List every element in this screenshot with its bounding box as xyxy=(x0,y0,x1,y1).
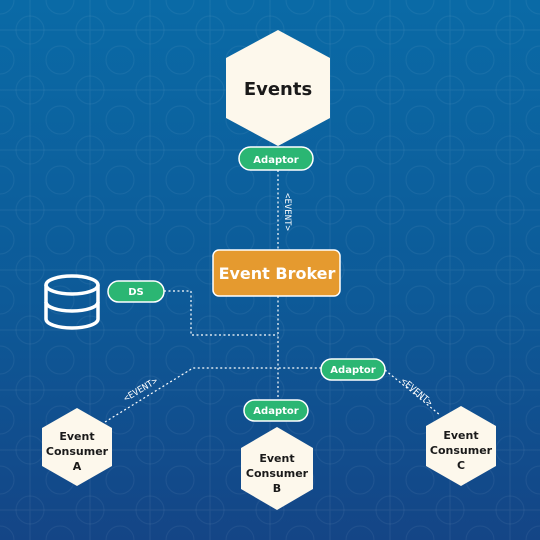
adaptor-top-pill: Adaptor xyxy=(238,146,314,171)
event-broker-node: Event Broker xyxy=(212,249,341,297)
connectors xyxy=(104,170,441,423)
adaptor-bottom-label: Adaptor xyxy=(253,406,298,417)
ds-pill: DS xyxy=(107,280,165,303)
events-label: Events xyxy=(244,79,312,100)
consumer-c-line2: Consumer xyxy=(430,444,493,457)
adaptor-bottom-pill: Adaptor xyxy=(243,399,309,422)
ds-label: DS xyxy=(128,287,144,298)
connector-ds-broker xyxy=(164,290,278,336)
consumer-c-line3: C xyxy=(457,459,465,472)
adaptor-right-pill: Adaptor xyxy=(320,358,386,381)
consumer-b-node: Event Consumer B xyxy=(241,427,313,510)
adaptor-top-label: Adaptor xyxy=(253,155,298,166)
consumer-a-line1: Event xyxy=(59,430,94,443)
consumer-b-line2: Consumer xyxy=(246,467,309,480)
database-icon xyxy=(44,274,100,330)
connector-consumer-a xyxy=(104,367,322,423)
consumer-b-line3: B xyxy=(273,482,281,495)
consumer-a-line2: Consumer xyxy=(46,445,109,458)
edge-label-vertical: <EVENT> xyxy=(282,193,292,232)
events-node: Events xyxy=(226,30,330,146)
consumer-b-line1: Event xyxy=(259,452,294,465)
connector-consumer-c xyxy=(384,369,441,416)
consumer-a-node: Event Consumer A xyxy=(42,408,112,486)
consumer-a-line3: A xyxy=(73,460,82,473)
event-broker-label: Event Broker xyxy=(219,264,336,283)
adaptor-right-label: Adaptor xyxy=(330,365,375,376)
consumer-c-line1: Event xyxy=(443,429,478,442)
consumer-c-node: Event Consumer C xyxy=(426,406,496,486)
